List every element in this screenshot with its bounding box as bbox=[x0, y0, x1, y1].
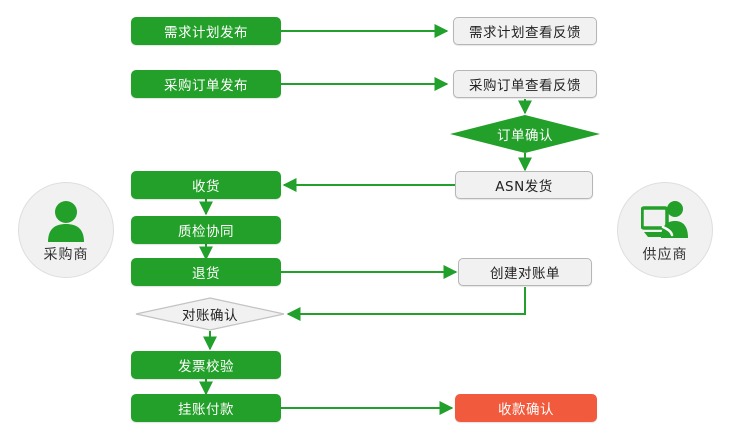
node-label: ASN发货 bbox=[495, 179, 553, 195]
node-invoice-verify[interactable]: 发票校验 bbox=[131, 351, 281, 379]
node-quality-collab[interactable]: 质检协同 bbox=[131, 216, 281, 244]
actor-buyer-label: 采购商 bbox=[43, 247, 89, 263]
node-label: 对账确认 bbox=[182, 308, 238, 324]
edge-create-statement-to-confirm bbox=[286, 287, 526, 321]
actor-buyer[interactable]: 采购商 bbox=[18, 182, 114, 278]
node-po-publish[interactable]: 采购订单发布 bbox=[131, 70, 281, 98]
node-po-feedback[interactable]: 采购订单查看反馈 bbox=[453, 70, 597, 98]
node-label: 需求计划发布 bbox=[164, 25, 248, 41]
node-demand-plan-publish[interactable]: 需求计划发布 bbox=[131, 17, 281, 45]
actor-supplier-label: 供应商 bbox=[642, 247, 688, 263]
node-receive-goods[interactable]: 收货 bbox=[131, 171, 281, 199]
node-label: 采购订单发布 bbox=[164, 78, 248, 94]
person-icon bbox=[46, 196, 86, 242]
node-label: 需求计划查看反馈 bbox=[469, 25, 581, 41]
node-order-confirm[interactable]: 订单确认 bbox=[450, 115, 600, 153]
node-return-goods[interactable]: 退货 bbox=[131, 258, 281, 286]
node-label: 收货 bbox=[192, 179, 220, 195]
actor-supplier[interactable]: 供应商 bbox=[617, 182, 713, 278]
node-demand-plan-feedback[interactable]: 需求计划查看反馈 bbox=[453, 17, 597, 45]
node-label: 创建对账单 bbox=[490, 266, 560, 282]
node-label: 采购订单查看反馈 bbox=[469, 78, 581, 94]
node-receipt-confirm[interactable]: 收款确认 bbox=[455, 394, 597, 422]
node-create-statement[interactable]: 创建对账单 bbox=[458, 258, 592, 286]
node-label: 质检协同 bbox=[178, 224, 234, 240]
node-label: 挂账付款 bbox=[178, 402, 234, 418]
node-payment-on-account[interactable]: 挂账付款 bbox=[131, 394, 281, 422]
node-statement-confirm[interactable]: 对账确认 bbox=[135, 297, 285, 331]
node-label: 订单确认 bbox=[497, 128, 553, 144]
node-asn-ship[interactable]: ASN发货 bbox=[455, 171, 593, 199]
node-label: 发票校验 bbox=[178, 359, 234, 375]
node-label: 退货 bbox=[192, 266, 220, 282]
person-at-computer-icon bbox=[641, 196, 689, 242]
node-label: 收款确认 bbox=[498, 402, 554, 418]
